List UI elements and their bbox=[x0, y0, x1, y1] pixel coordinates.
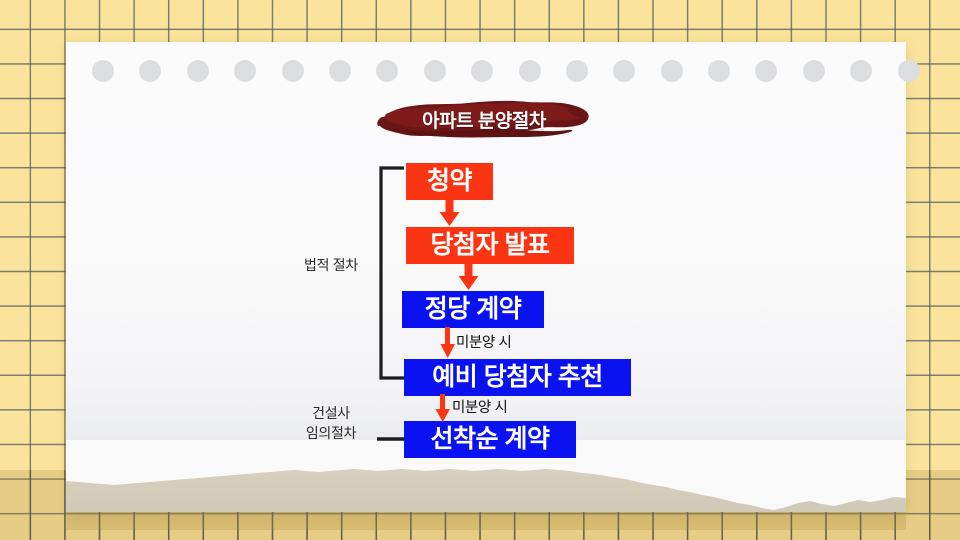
flow-step-4-reserve-winner-recommendation[interactable]: 예비 당첨자 추천 bbox=[404, 359, 631, 396]
punch-hole bbox=[328, 60, 351, 82]
group-label-builder-line1: 건설사 bbox=[312, 405, 350, 421]
punch-hole bbox=[897, 60, 920, 82]
punch-hole bbox=[281, 60, 304, 82]
flow-note-1-unsold: 미분양 시 bbox=[456, 335, 512, 351]
punch-hole bbox=[234, 60, 257, 82]
flow-step-2-winner-announcement[interactable]: 당첨자 발표 bbox=[406, 227, 574, 264]
punch-hole bbox=[186, 60, 209, 82]
punch-hole-row bbox=[66, 58, 920, 84]
punch-hole bbox=[518, 60, 541, 82]
page-title: 아파트 분양절차 bbox=[422, 110, 546, 132]
builder-process-dash bbox=[377, 437, 404, 441]
flow-step-3-regular-contract[interactable]: 정당 계약 bbox=[402, 291, 544, 328]
punch-hole bbox=[565, 60, 588, 82]
brush-stroke-shape bbox=[377, 100, 589, 138]
punch-hole bbox=[708, 60, 731, 82]
punch-hole bbox=[92, 60, 114, 82]
legal-process-bracket bbox=[379, 166, 404, 380]
flow-step-1-cheongyak[interactable]: 청약 bbox=[406, 163, 493, 200]
punch-hole bbox=[850, 60, 873, 82]
torn-paper-edge bbox=[66, 440, 906, 530]
punch-hole bbox=[376, 60, 399, 82]
arrow-down-icon-3 bbox=[440, 327, 455, 358]
punch-hole bbox=[755, 60, 778, 82]
punch-hole bbox=[613, 60, 636, 82]
flow-note-2-unsold: 미분양 시 bbox=[452, 400, 508, 416]
flow-step-5-first-come-contract[interactable]: 선착순 계약 bbox=[404, 421, 576, 458]
group-label-builder-process: 건설사 임의절차 bbox=[283, 403, 379, 444]
title-banner: 아파트 분양절차 bbox=[372, 96, 596, 142]
punch-hole bbox=[423, 60, 446, 82]
punch-hole bbox=[802, 60, 825, 82]
arrow-down-icon-1 bbox=[439, 199, 460, 226]
group-label-builder-line2: 임의절차 bbox=[305, 425, 357, 442]
arrow-down-icon-2 bbox=[458, 263, 479, 290]
group-label-legal-process: 법적 절차 bbox=[304, 257, 358, 273]
punch-hole bbox=[139, 60, 162, 82]
punch-hole bbox=[660, 60, 683, 82]
arrow-down-icon-4 bbox=[435, 394, 450, 422]
punch-hole bbox=[471, 60, 494, 82]
